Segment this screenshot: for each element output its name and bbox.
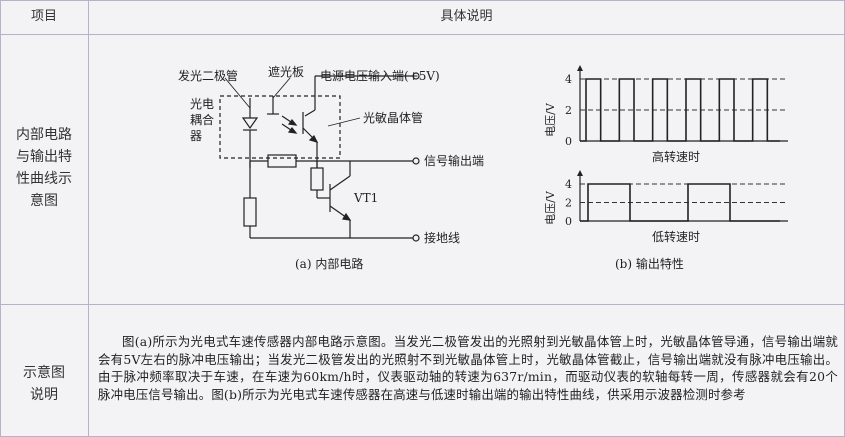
resistor-r3	[310, 167, 324, 191]
column-divider	[88, 0, 89, 437]
pulse-waveform	[580, 183, 780, 222]
label-coupler-3: 器	[190, 129, 202, 143]
y-axis-arrow	[577, 170, 583, 176]
y-tick-label: 4	[565, 73, 572, 86]
resistor-r2	[243, 197, 257, 227]
charts-caption: (b) 输出特性	[615, 256, 684, 271]
description-paragraph: 图(a)所示为光电式车速传感器内部电路示意图。当发光二极管发出的光照射到光敏晶体…	[98, 334, 838, 402]
label-signal-out: 信号输出端	[424, 153, 484, 168]
row1-label-line: 与输出特	[16, 149, 72, 165]
row1-label: 内部电路 与输出特 性曲线示 意图	[0, 124, 88, 212]
signal-terminal	[412, 157, 420, 165]
label-coupler-1: 光电	[190, 97, 214, 111]
y-axis-label: 电压/V	[544, 190, 557, 225]
row1-label-line: 内部电路	[16, 127, 72, 143]
label-coupler-2: 耦合	[190, 112, 214, 127]
label-ground: 接地线	[424, 230, 460, 245]
y-tick-label: 2	[565, 104, 572, 117]
label-power: 电源电压输入端(+5V)	[320, 68, 440, 83]
row1-label-line: 意图	[30, 193, 58, 209]
y-tick-label: 0	[565, 135, 572, 148]
description-text: 图(a)所示为光电式车速传感器内部电路示意图。当发光二极管发出的光照射到光敏晶体…	[98, 333, 838, 403]
y-tick-label: 2	[565, 197, 572, 210]
output-charts: (b) 输出特性 0 2 4 电压/V 高转速时 0 2 4 电压/V 低转速时	[544, 65, 788, 271]
label-phototransistor: 光敏晶体管	[363, 110, 423, 125]
header-description: 具体说明	[440, 9, 493, 24]
row2-label: 示意图 说明	[0, 362, 88, 406]
circuit-diagram: 发光二极管 遮光板 电源电压输入端(+5V) 光电 耦合 器 光敏晶体管 信号输…	[178, 64, 484, 271]
resistor-r1	[267, 154, 297, 168]
y-tick-label: 4	[565, 178, 572, 191]
y-axis-label: 电压/V	[544, 102, 557, 137]
row1-label-line: 性曲线示	[16, 171, 72, 187]
y-axis-arrow	[577, 65, 583, 71]
header-item: 项目	[30, 9, 57, 24]
label-vt1: VT1	[353, 191, 378, 205]
row-divider	[0, 304, 845, 305]
label-shutter: 遮光板	[268, 64, 304, 79]
row2-label-line: 示意图	[23, 365, 65, 381]
coupler-box	[219, 95, 341, 159]
chart-title: 高转速时	[652, 149, 700, 164]
pulse-waveform	[580, 78, 780, 142]
header-divider	[0, 34, 845, 35]
power-terminal	[412, 72, 420, 80]
circuit-caption: (a) 内部电路	[295, 256, 363, 271]
row2-label-line: 说明	[30, 387, 58, 403]
label-led: 发光二极管	[178, 68, 238, 83]
ground-terminal	[412, 234, 420, 242]
chart-title: 低转速时	[652, 229, 700, 244]
y-tick-label: 0	[565, 215, 572, 228]
